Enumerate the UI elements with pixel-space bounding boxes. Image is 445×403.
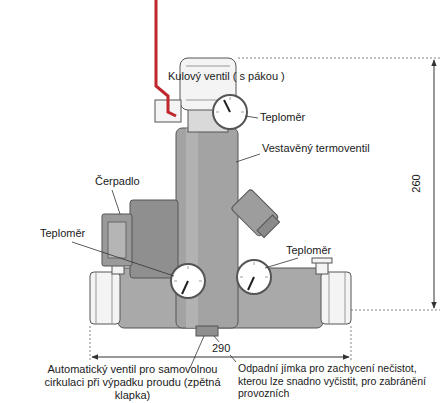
dimension-text: 290 bbox=[210, 342, 232, 355]
note-text: Odpadní jímka pro zachycení nečistot, kt… bbox=[238, 362, 442, 400]
thermometer-label: Teploměr bbox=[286, 244, 331, 257]
thermovalve-label: Vestavěný termoventil bbox=[262, 142, 370, 155]
pump-label: Čerpadlo bbox=[95, 175, 140, 188]
thermometer-label: Teploměr bbox=[260, 111, 305, 124]
valve-label: Kulový ventil ( s pákou ) bbox=[168, 70, 285, 83]
thermometer-label: Teploměr bbox=[40, 227, 85, 240]
note-text: Automatický ventil pro samovolnou cirkul… bbox=[30, 363, 235, 402]
dimension-text: 260 bbox=[410, 172, 423, 194]
